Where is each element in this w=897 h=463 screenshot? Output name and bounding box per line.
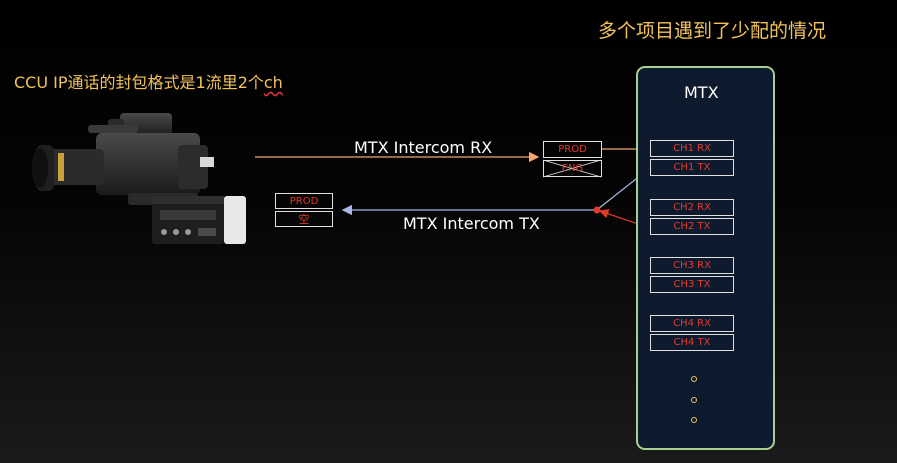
- tx-packet-empty: 空: [275, 211, 333, 227]
- broadcast-camera-icon: [32, 113, 214, 205]
- rx-packet-eng: ENG: [543, 160, 602, 177]
- ch3-rx-box: CH3 RX: [650, 257, 734, 274]
- ccu-unit-icon: [152, 196, 246, 244]
- merge-point: [593, 206, 601, 214]
- ch2-rx-box: CH2 RX: [650, 199, 734, 216]
- ellipsis-dot: [691, 397, 697, 403]
- ch1-rx-box: CH1 RX: [650, 140, 734, 157]
- ellipsis-dot: [691, 417, 697, 423]
- tx-packet-prod: PROD: [275, 193, 333, 209]
- ch4-rx-box: CH4 RX: [650, 315, 734, 332]
- ch3-tx-box: CH3 TX: [650, 276, 734, 293]
- ch4-tx-box: CH4 TX: [650, 334, 734, 351]
- rx-arrow-label: MTX Intercom RX: [354, 138, 493, 157]
- rx-packet-prod: PROD: [543, 141, 602, 158]
- tx-arrow-label: MTX Intercom TX: [403, 214, 540, 233]
- ellipsis-dot: [691, 376, 697, 382]
- subtitle-ch: ch: [263, 73, 283, 92]
- mtx-title: MTX: [684, 83, 719, 102]
- mtx-panel: [636, 66, 775, 450]
- ch1-tx-box: CH1 TX: [650, 159, 734, 176]
- slide-title: 多个项目遇到了少配的情况: [598, 20, 827, 42]
- subtitle-main: CCU IP通话的封包格式是1流里2个: [14, 73, 264, 92]
- subtitle: CCU IP通话的封包格式是1流里2个ch: [14, 69, 283, 93]
- ch2-tx-box: CH2 TX: [650, 218, 734, 235]
- eng-strike-2: [542, 159, 602, 178]
